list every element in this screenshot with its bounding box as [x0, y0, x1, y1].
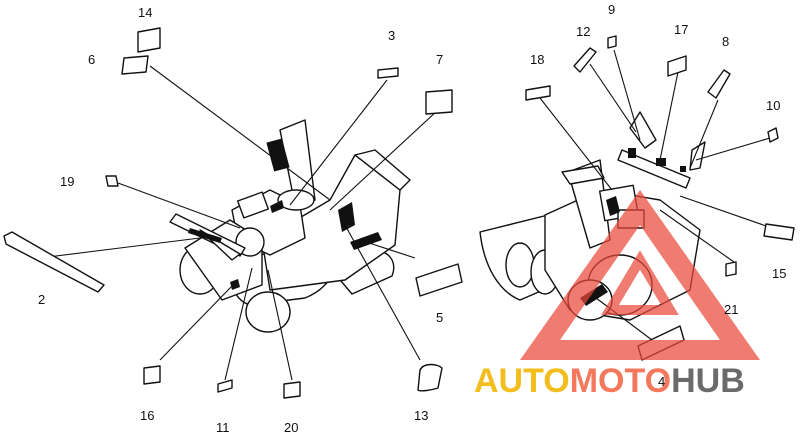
- callout-2: 2: [38, 292, 45, 307]
- watermark-logo: AUTOMOTOHUB: [474, 190, 760, 400]
- decal-7-shape: [425, 89, 453, 115]
- decal-14-shape: [137, 27, 161, 53]
- watermark-text-hub: HUB: [671, 362, 745, 400]
- decal-19-shape: [105, 175, 119, 187]
- callout-9: 9: [608, 2, 615, 17]
- callout-20: 20: [284, 420, 298, 435]
- decal-shapes-left: [3, 27, 463, 399]
- decal-3-shape: [377, 67, 399, 79]
- decal-21-shape: [725, 261, 737, 277]
- callout-3: 3: [388, 28, 395, 43]
- callout-numbers: 14 6 3 7 19 2 5 13 16 11 20 18 12 9 17 8…: [38, 2, 786, 435]
- decal-12-shape: [573, 47, 597, 73]
- callout-15: 15: [772, 266, 786, 281]
- watermark-triangle-icon: [520, 190, 760, 360]
- decal-20-shape: [283, 381, 301, 399]
- callout-14: 14: [138, 5, 152, 20]
- decal-17-shape: [667, 55, 687, 77]
- decal-9-shape: [607, 35, 617, 49]
- watermark-text-auto: AUTO: [474, 362, 570, 400]
- callout-4: 4: [658, 374, 665, 389]
- callout-10: 10: [766, 98, 780, 113]
- decal-13-shape: [417, 363, 443, 392]
- callout-11: 11: [216, 420, 230, 435]
- decal-5-shape: [415, 263, 463, 297]
- callout-21: 21: [724, 302, 738, 317]
- decal-11-shape: [217, 379, 233, 393]
- callout-17: 17: [674, 22, 688, 37]
- callout-12: 12: [576, 24, 590, 39]
- callout-6: 6: [88, 52, 95, 67]
- decal-6-shape: [121, 55, 149, 75]
- leader-lines-left: [39, 65, 439, 381]
- decal-18-shape: [525, 85, 551, 101]
- callout-8: 8: [722, 34, 729, 49]
- decal-15-shape: [763, 223, 795, 241]
- decal-10-shape: [767, 127, 779, 143]
- callout-16: 16: [140, 408, 154, 423]
- decal-8-shape: [707, 69, 731, 99]
- left-snowblower-illustration: [169, 119, 411, 333]
- svg-text:AUTOMOTOHUB: AUTOMOTOHUB: [474, 362, 745, 400]
- callout-5: 5: [436, 310, 443, 325]
- callout-18: 18: [530, 52, 544, 67]
- callout-7: 7: [436, 52, 443, 67]
- decal-16-shape: [143, 365, 161, 385]
- leader-lines-right: [539, 49, 773, 341]
- decal-2-shape: [3, 231, 105, 293]
- callout-19: 19: [60, 174, 74, 189]
- watermark-text-moto: MOTO: [570, 362, 671, 400]
- callout-13: 13: [414, 408, 428, 423]
